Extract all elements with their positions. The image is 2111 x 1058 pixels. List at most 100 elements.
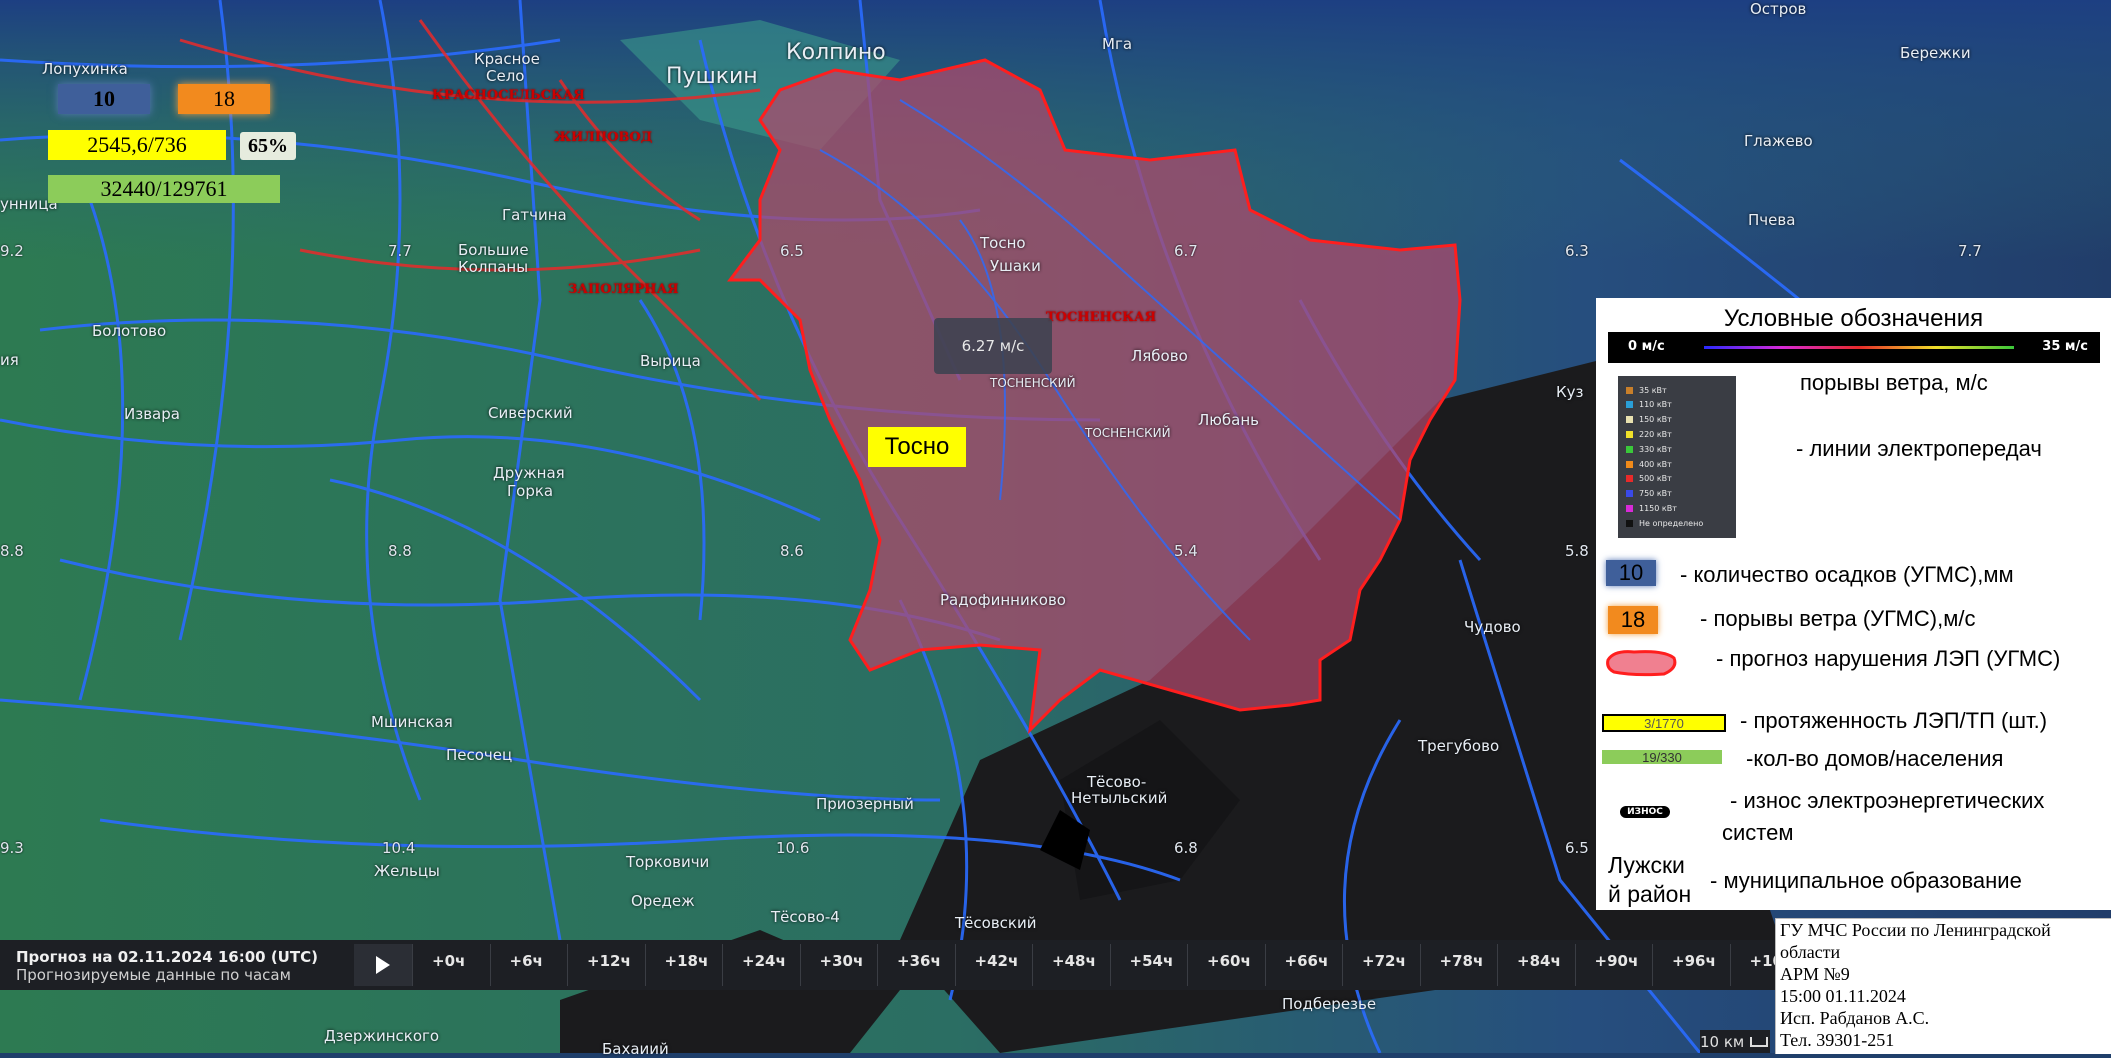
timeline-step[interactable]: +96ч	[1672, 952, 1716, 970]
place-krasnoe: Красное	[474, 50, 540, 68]
place-bolshie: Большие	[458, 241, 529, 259]
voltage-swatch	[1626, 430, 1633, 438]
gust-value: 5.8	[1565, 542, 1589, 560]
gust-value: 6.5	[1565, 839, 1589, 857]
substation-stamp: ЗАПОЛЯРНАЯ	[568, 282, 679, 297]
play-button[interactable]	[354, 944, 412, 986]
place-pushkin: Пушкин	[666, 64, 758, 89]
place-priozerny: Приозерный	[816, 795, 914, 813]
timeline-step[interactable]: +66ч	[1284, 952, 1329, 970]
voltage-swatch	[1626, 475, 1633, 483]
voltage-item: 500 кВт	[1626, 473, 1672, 485]
timeline-step[interactable]: +84ч	[1517, 952, 1561, 970]
place-izvara: Извара	[124, 405, 180, 423]
place-ushaki: Ушаки	[990, 257, 1041, 275]
gust-value: 6.7	[1174, 242, 1198, 260]
gust-value: 10.6	[776, 839, 810, 857]
legend-gust-ugms-desc: - порывы ветра (УГМС),м/с	[1700, 606, 1976, 631]
voltage-swatch	[1626, 386, 1633, 394]
legend-gust-desc: порывы ветра, м/с	[1800, 370, 1988, 395]
voltage-swatch	[1626, 490, 1633, 498]
voltage-label: 330 кВт	[1639, 444, 1672, 454]
substation-stamp: ЖИЛПОВОД	[554, 130, 653, 145]
wind-tooltip: 6.27 м/с	[934, 318, 1052, 374]
voltage-item: 110 кВт	[1626, 399, 1672, 411]
place-oredezh: Оредеж	[631, 892, 695, 910]
place-selo: Село	[486, 67, 525, 85]
place-tesovo-4: Тёсово-4	[771, 908, 840, 926]
place-bolotovo: Болотово	[92, 322, 167, 340]
info-line: 15:00 01.11.2024	[1780, 986, 1906, 1006]
legend-mo-desc: - муниципальное образование	[1710, 868, 2022, 893]
timeline-step[interactable]: +18ч	[664, 952, 709, 970]
timeline-step[interactable]: +24ч	[742, 952, 786, 970]
scale-min: 0 м/с	[1628, 339, 1665, 354]
timeline-step[interactable]: +36ч	[897, 952, 941, 970]
place-dzerzhinskogo: Дзержинского	[324, 1027, 440, 1045]
timeline-separator	[567, 944, 568, 986]
gust-value: 9.3	[0, 839, 24, 857]
gust-value: 8.8	[0, 542, 24, 560]
voltage-label: 150 кВт	[1639, 415, 1672, 425]
timeline-step[interactable]: +0ч	[432, 952, 466, 970]
timeline-separator	[489, 944, 491, 986]
timeline-separator	[1187, 944, 1188, 986]
houses-box: 32440/129761	[48, 175, 280, 203]
voltage-swatch	[1626, 519, 1633, 527]
place-druzhnaya: Дружная	[493, 464, 565, 482]
gust-value: 8.8	[388, 542, 412, 560]
voltage-item: 330 кВт	[1626, 443, 1672, 455]
place-kolpany: Колпаны	[458, 258, 529, 276]
timeline-step[interactable]: +6ч	[509, 952, 543, 970]
voltage-label: Не определено	[1639, 518, 1704, 528]
legend-panel: Условные обозначения 0 м/с 35 м/с порывы…	[1596, 298, 2111, 910]
legend-wear-desc-1: - износ электроэнергетических	[1730, 788, 2045, 813]
legend-title: Условные обозначения	[1723, 305, 1984, 332]
place-gorka: Горка	[507, 482, 554, 500]
legend-houses-sample: 19/330	[1602, 750, 1722, 765]
place-lyabovo: Лябово	[1131, 347, 1188, 365]
voltage-item: 220 кВт	[1626, 428, 1672, 440]
voltage-swatch	[1626, 416, 1633, 424]
timeline-step[interactable]: +72ч	[1362, 952, 1406, 970]
place-tosnenskiy-2: ТОСНЕНСКИЙ	[1085, 426, 1171, 440]
voltage-item: Не определено	[1626, 517, 1703, 529]
timeline-separator	[644, 944, 646, 986]
place-mshinskaya: Мшинская	[371, 713, 453, 731]
voltage-label: 110 кВт	[1639, 400, 1672, 410]
voltage-swatch	[1626, 445, 1633, 453]
forecast-title: Прогноз на 02.11.2024 16:00 (UTC)	[16, 948, 318, 966]
info-stamp: ГУ МЧС России по Ленинградской области А…	[1775, 918, 2111, 1054]
place-tesovskiy: Тёсовский	[955, 914, 1037, 932]
place-iya: ия	[0, 351, 19, 369]
timeline-step[interactable]: +12ч	[587, 952, 631, 970]
play-icon	[376, 956, 390, 974]
timeline-step[interactable]: +54ч	[1129, 952, 1174, 970]
voltage-swatch	[1626, 401, 1633, 409]
scale-bar: 10 км	[1700, 1030, 1770, 1053]
info-line: ГУ МЧС России по Ленинградской	[1780, 920, 2051, 940]
timeline-step[interactable]: +48ч	[1052, 952, 1096, 970]
timeline-separator	[1264, 944, 1266, 986]
place-glazhevo: Глажево	[1744, 132, 1813, 150]
timeline-separator	[1032, 944, 1033, 986]
place-gatchina: Гатчина	[502, 206, 567, 224]
voltage-swatch	[1626, 504, 1633, 512]
legend-precip-sample: 10	[1606, 560, 1656, 586]
region-label: Тосно	[868, 427, 966, 467]
timeline-separator	[1419, 944, 1421, 986]
info-line: области	[1780, 942, 1841, 962]
voltage-label: 500 кВт	[1639, 474, 1672, 484]
legend-mo-sample-1: Лужски	[1608, 852, 1685, 878]
place-tesovo: Тёсово-	[1087, 773, 1147, 791]
legend-wear-desc-2: систем	[1722, 820, 1794, 845]
timeline-step[interactable]: +30ч	[819, 952, 864, 970]
forecast-subtitle: Прогнозируемые данные по часам	[16, 966, 291, 984]
legend-forecast-desc: - прогноз нарушения ЛЭП (УГМС)	[1716, 646, 2061, 671]
timeline-step[interactable]: +90ч	[1594, 952, 1639, 970]
timeline-step[interactable]: +60ч	[1207, 952, 1251, 970]
timeline-step[interactable]: +42ч	[974, 952, 1019, 970]
timeline-step[interactable]: +78ч	[1439, 952, 1484, 970]
voltage-item: 750 кВт	[1626, 488, 1672, 500]
